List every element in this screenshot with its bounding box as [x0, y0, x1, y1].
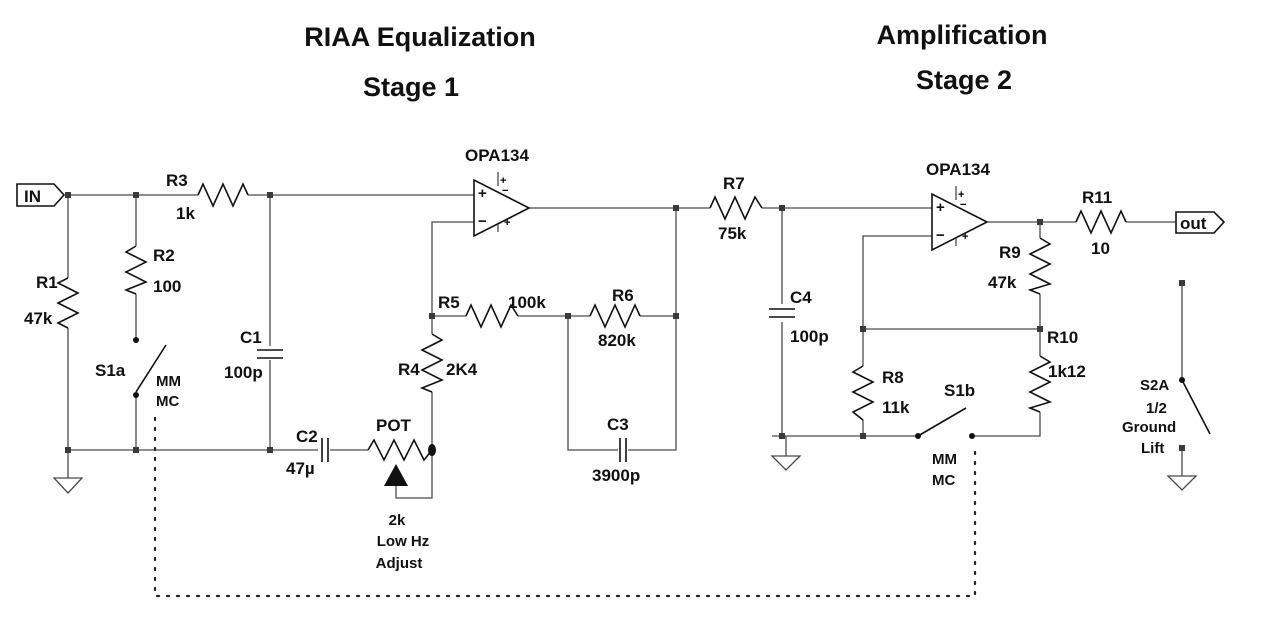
- s2a-name: S2A: [1140, 377, 1169, 394]
- opamp-u2-vminus-label: −: [960, 199, 966, 211]
- stage1-junctions: [65, 192, 679, 453]
- switch-linkage-dotted: [153, 416, 977, 598]
- resistor-r10: R10 1k12: [1027, 328, 1086, 413]
- opamp-u2-offset-label: +: [962, 231, 968, 243]
- r5-name: R5: [438, 293, 460, 312]
- c1-value: 100p: [224, 363, 263, 382]
- resistor-r4: R4 2K4: [398, 333, 478, 393]
- pot-wiper-arrow-icon: [384, 464, 408, 486]
- opamp-u1-minus-sign: −: [478, 213, 487, 230]
- c4-name: C4: [790, 288, 812, 307]
- r8-name: R8: [882, 368, 904, 387]
- s2a-lift-label: Lift: [1141, 440, 1164, 457]
- switch-s2a[interactable]: S2A 1/2 Ground Lift: [1122, 377, 1211, 457]
- s1b-name: S1b: [944, 381, 975, 400]
- c2-value: 47µ: [286, 459, 315, 478]
- opamp-u2-vplus-label: +: [958, 189, 964, 201]
- opamp-u2-label: OPA134: [926, 160, 990, 179]
- resistor-r8: R8 11k: [851, 365, 910, 421]
- opamp-u1-vplus-label: +: [500, 175, 506, 187]
- input-port[interactable]: IN: [16, 183, 66, 207]
- stage2-junctions: [779, 205, 1185, 439]
- stage2-wires: [762, 207, 1183, 476]
- resistor-r2: R2 100: [123, 245, 181, 296]
- pot-note-adjust: Adjust: [376, 555, 423, 572]
- c3-name: C3: [607, 415, 629, 434]
- c4-value: 100p: [790, 327, 829, 346]
- ground-symbol-1: [52, 477, 84, 494]
- r8-value: 11k: [882, 398, 910, 417]
- resistor-r6: R6 820k: [589, 286, 641, 350]
- opamp-u1-vminus-label: −: [502, 185, 508, 197]
- s2a-ground-label: Ground: [1122, 419, 1176, 436]
- pot-value: 2k: [389, 512, 406, 529]
- s2a-half-label: 1/2: [1146, 400, 1167, 417]
- r7-name: R7: [723, 174, 745, 193]
- stage2-title: Amplification: [876, 20, 1047, 50]
- r4-name: R4: [398, 360, 420, 379]
- output-port-label: out: [1180, 214, 1207, 233]
- opamp-u2: + − + − + OPA134: [926, 160, 990, 252]
- r11-name: R11: [1082, 188, 1112, 207]
- capacitor-c2: C2 47µ: [286, 427, 329, 478]
- opamp-u2-plus-sign: +: [936, 199, 945, 216]
- r3-name: R3: [166, 171, 188, 190]
- resistor-r5: R5 100k: [438, 293, 546, 329]
- c2-name: C2: [296, 427, 318, 446]
- switch-s1a[interactable]: S1a MM MC: [95, 337, 181, 410]
- stage1-subtitle: Stage 1: [363, 72, 459, 102]
- opamp-u1-label: OPA134: [465, 146, 529, 165]
- r9-name: R9: [999, 243, 1021, 262]
- s1a-name: S1a: [95, 361, 126, 380]
- resistor-r1: R1 47k: [24, 273, 80, 329]
- potentiometer-pot[interactable]: POT 2k Low Hz Adjust: [367, 416, 436, 572]
- opamp-u1-offset-label: +: [504, 217, 510, 229]
- r4-value: 2K4: [446, 360, 478, 379]
- r3-value: 1k: [176, 204, 195, 223]
- resistor-r3: R3 1k: [166, 171, 249, 223]
- opamp-u2-minus-sign: −: [936, 227, 945, 244]
- r10-name: R10: [1047, 328, 1078, 347]
- r6-name: R6: [612, 286, 634, 305]
- capacitor-c1: C1 100p: [224, 328, 283, 382]
- resistor-r9: R9 47k: [988, 237, 1053, 295]
- s1b-mm-label: MM: [932, 451, 957, 468]
- ground-symbol-2: [770, 455, 802, 471]
- capacitor-c3: C3 3900p: [592, 415, 640, 485]
- s1a-mm-label: MM: [156, 373, 181, 390]
- pot-note-low-hz: Low Hz: [377, 533, 430, 550]
- opamp-u1-plus-sign: +: [478, 185, 487, 202]
- c1-name: C1: [240, 328, 262, 347]
- s1a-mc-label: MC: [156, 393, 179, 410]
- output-port[interactable]: out: [1175, 211, 1226, 234]
- r11-value: 10: [1091, 239, 1110, 258]
- c3-value: 3900p: [592, 466, 640, 485]
- r5-value: 100k: [508, 293, 546, 312]
- stage2-subtitle: Stage 2: [916, 65, 1012, 95]
- stage1-wires: [64, 194, 710, 499]
- r2-value: 100: [153, 277, 181, 296]
- input-port-label: IN: [24, 187, 41, 206]
- r1-value: 47k: [24, 309, 53, 328]
- r7-value: 75k: [718, 224, 747, 243]
- stage1-title: RIAA Equalization: [304, 22, 536, 52]
- opamp-u1: + − + − + OPA134: [465, 146, 531, 238]
- s1b-mc-label: MC: [932, 472, 955, 489]
- r6-value: 820k: [598, 331, 636, 350]
- switch-s1b[interactable]: S1b MM MC: [915, 381, 975, 489]
- ground-symbol-3: [1166, 475, 1198, 491]
- resistor-r11: R11 10: [1075, 188, 1127, 258]
- r9-value: 47k: [988, 273, 1017, 292]
- r1-name: R1: [36, 273, 58, 292]
- pot-name: POT: [376, 416, 412, 435]
- resistor-r7: R7 75k: [709, 174, 763, 243]
- capacitor-c4: C4 100p: [769, 288, 829, 346]
- r2-name: R2: [153, 246, 175, 265]
- r10-value: 1k12: [1048, 362, 1086, 381]
